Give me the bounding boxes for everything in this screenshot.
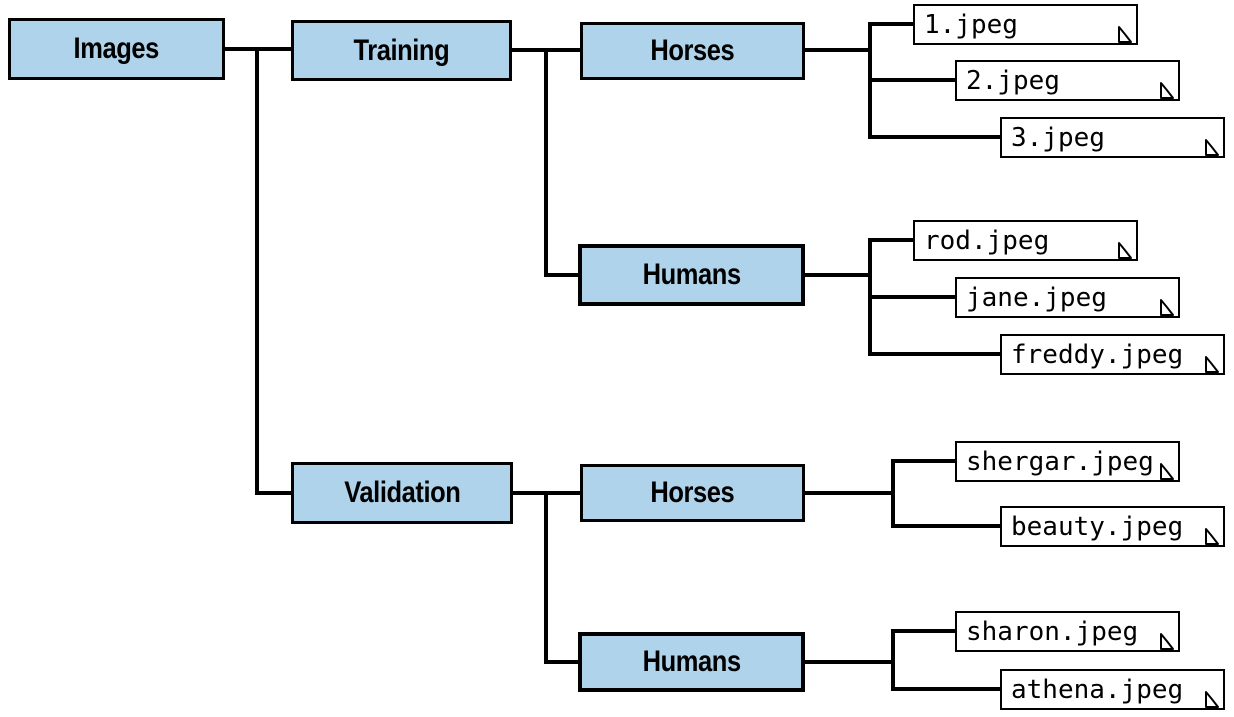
file-label: rod.jpeg — [924, 225, 1050, 256]
file-label: beauty.jpeg — [1011, 511, 1184, 542]
folded-corner-icon — [1160, 633, 1174, 652]
file-node: 2.jpeg — [955, 60, 1180, 101]
folded-corner-icon — [1118, 242, 1132, 261]
folder-label: Humans — [642, 258, 741, 291]
connector-line — [513, 491, 580, 664]
connector-line — [225, 47, 291, 495]
file-node: shergar.jpeg — [955, 441, 1180, 482]
connector-line — [805, 459, 1000, 528]
file-label: sharon.jpeg — [966, 616, 1139, 647]
file-label: 3.jpeg — [1011, 122, 1105, 153]
file-label: freddy.jpeg — [1011, 339, 1184, 370]
folder-box-training-humans: Humans — [578, 244, 805, 306]
folded-corner-icon — [1160, 82, 1174, 101]
folder-label: Images — [73, 32, 160, 65]
file-label: shergar.jpeg — [966, 446, 1154, 477]
file-label: 2.jpeg — [966, 65, 1060, 96]
connector-line — [805, 238, 1000, 356]
file-node: 1.jpeg — [913, 4, 1138, 45]
folded-corner-icon — [1205, 139, 1219, 158]
file-node: freddy.jpeg — [1000, 334, 1225, 375]
file-node: 3.jpeg — [1000, 117, 1225, 158]
folded-corner-icon — [1205, 356, 1219, 375]
folder-label: Humans — [642, 645, 741, 678]
file-node: athena.jpeg — [1000, 669, 1225, 710]
folder-box-validation: Validation — [291, 462, 513, 524]
folder-label: Horses — [650, 476, 735, 509]
folded-corner-icon — [1118, 26, 1132, 45]
folder-box-images: Images — [8, 18, 225, 80]
connector-line — [805, 629, 1000, 691]
folded-corner-icon — [1160, 299, 1174, 318]
folder-box-validation-horses: Horses — [580, 464, 805, 522]
folder-box-training: Training — [291, 20, 512, 81]
connector-line — [805, 22, 1000, 139]
file-label: 1.jpeg — [924, 9, 1018, 40]
folded-corner-icon — [1205, 528, 1219, 547]
connector-line — [512, 48, 580, 277]
file-label: athena.jpeg — [1011, 674, 1184, 705]
folded-corner-icon — [1160, 463, 1174, 482]
folder-label: Validation — [343, 476, 461, 509]
file-node: rod.jpeg — [913, 220, 1138, 261]
folder-box-validation-humans: Humans — [578, 632, 805, 692]
file-node: sharon.jpeg — [955, 611, 1180, 652]
file-node: beauty.jpeg — [1000, 506, 1225, 547]
folder-label: Horses — [650, 34, 735, 67]
file-node: jane.jpeg — [955, 277, 1180, 318]
folded-corner-icon — [1205, 691, 1219, 710]
folder-label: Training — [353, 33, 450, 67]
folder-box-training-horses: Horses — [580, 22, 805, 80]
file-label: jane.jpeg — [966, 282, 1107, 313]
